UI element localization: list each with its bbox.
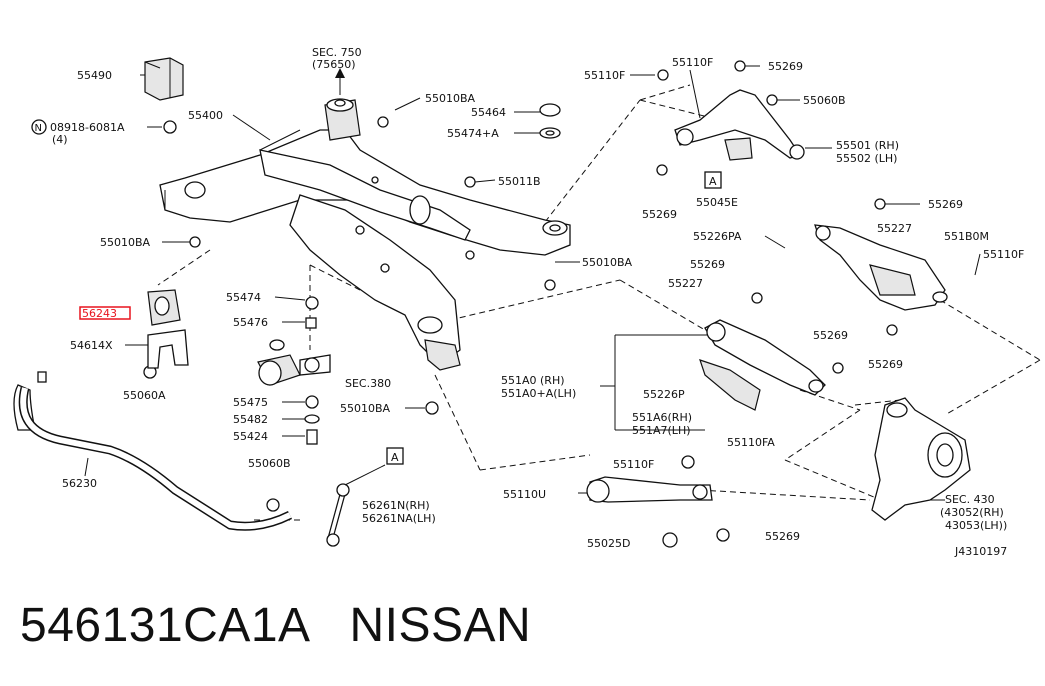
label-55269-2: 55269	[642, 208, 677, 221]
label-55474a: 55474+A	[447, 127, 499, 140]
label-55011b: 55011B	[498, 175, 541, 188]
label-55269-3: 55269	[928, 198, 963, 211]
link-sec380	[257, 339, 331, 386]
sec750-arrow	[335, 68, 345, 95]
label-551a0: 551A0 (RH)	[501, 374, 565, 387]
label-sec750: SEC. 750	[312, 46, 362, 59]
label-55490: 55490	[77, 69, 112, 82]
label-56230: 56230	[62, 477, 97, 490]
label-55045e: 55045E	[696, 196, 738, 209]
axle-housing-sec430	[871, 397, 971, 521]
label-55010ba-top: 55010BA	[425, 92, 476, 105]
label-551a6: 551A6(RH)	[632, 411, 692, 424]
label-56261n: 56261N(RH)	[362, 499, 430, 512]
label-55269-5: 55269	[813, 329, 848, 342]
label-55025d: 55025D	[587, 537, 630, 550]
label-55464: 55464	[471, 106, 506, 119]
label-55269-6: 55269	[868, 358, 903, 371]
label-56243-highlighted: 56243	[82, 307, 117, 320]
label-08918-qty: (4)	[52, 133, 68, 146]
radius-rod-55110u	[586, 476, 713, 503]
rear-suspension-parts-diagram: N SEC. 750 (75650) 55490 08918-6081A (4)…	[13, 46, 1041, 558]
stabilizer-connecting-rod	[326, 464, 386, 547]
label-sec430: SEC. 430	[945, 493, 995, 506]
label-55400: 55400	[188, 109, 223, 122]
label-55227-top: 55227	[877, 222, 912, 235]
label-55475: 55475	[233, 396, 268, 409]
label-55110f-top2: 55110F	[672, 56, 713, 69]
label-ref-a-right: A	[709, 175, 717, 188]
label-diagram-ref: J4310197	[954, 545, 1007, 558]
part-number: 546131CA1A	[20, 599, 308, 652]
label-55110fa: 55110FA	[727, 436, 775, 449]
label-551b0m: 551B0M	[944, 230, 989, 243]
label-55110f-bottom: 55110F	[613, 458, 654, 471]
upper-link-55501	[674, 69, 805, 161]
part-labels: SEC. 750 (75650) 55490 08918-6081A (4) 5…	[50, 46, 1024, 558]
label-55269-7: 55269	[765, 530, 800, 543]
label-43053: 43053(LH))	[945, 519, 1007, 532]
svg-text:N: N	[35, 123, 42, 134]
label-55110u: 55110U	[503, 488, 546, 501]
highlighted-part-box	[79, 306, 131, 320]
label-08918: 08918-6081A	[50, 121, 125, 134]
label-55474: 55474	[226, 291, 261, 304]
label-55482: 55482	[233, 413, 268, 426]
reference-boxes	[386, 171, 722, 465]
label-551a7: 551A7(LH)	[632, 424, 691, 437]
lower-arm-551b0m	[814, 224, 948, 311]
mount-bracket-55490	[144, 57, 184, 101]
label-55060b-left: 55060B	[248, 457, 291, 470]
label-55476: 55476	[233, 316, 268, 329]
stabilizer-bushing	[147, 289, 189, 369]
rear-suspension-member	[159, 98, 571, 371]
label-55501: 55501 (RH)	[836, 139, 899, 152]
lower-link-551a0	[699, 319, 826, 411]
label-sec750-sub: (75650)	[312, 58, 356, 71]
label-43052: (43052(RH)	[940, 506, 1004, 519]
label-55060a: 55060A	[123, 389, 166, 402]
label-55502: 55502 (LH)	[836, 152, 897, 165]
circle-n-icon: N	[31, 119, 47, 135]
leader-lines	[84, 65, 1041, 521]
brand-name: NISSAN	[349, 599, 532, 652]
label-ref-a-left: A	[391, 451, 399, 464]
label-55226p: 55226P	[643, 388, 685, 401]
fasteners	[143, 60, 898, 548]
label-55227-mid: 55227	[668, 277, 703, 290]
label-55269-1: 55269	[768, 60, 803, 73]
label-55110f-right: 55110F	[983, 248, 1024, 261]
label-sec380: SEC.380	[345, 377, 391, 390]
stabilizer-bar	[13, 371, 293, 531]
label-55010ba-left: 55010BA	[100, 236, 151, 249]
label-55269-4: 55269	[690, 258, 725, 271]
label-55424: 55424	[233, 430, 268, 443]
label-55060b-right: 55060B	[803, 94, 846, 107]
label-55010ba-right: 55010BA	[582, 256, 633, 269]
caption: 546131CA1A NISSAN	[20, 598, 531, 653]
label-55110f-top: 55110F	[584, 69, 625, 82]
label-55010ba-bottom: 55010BA	[340, 402, 391, 415]
label-54614x: 54614X	[70, 339, 113, 352]
label-56261na: 56261NA(LH)	[362, 512, 436, 525]
label-55226pa: 55226PA	[693, 230, 742, 243]
label-551a0a: 551A0+A(LH)	[501, 387, 576, 400]
